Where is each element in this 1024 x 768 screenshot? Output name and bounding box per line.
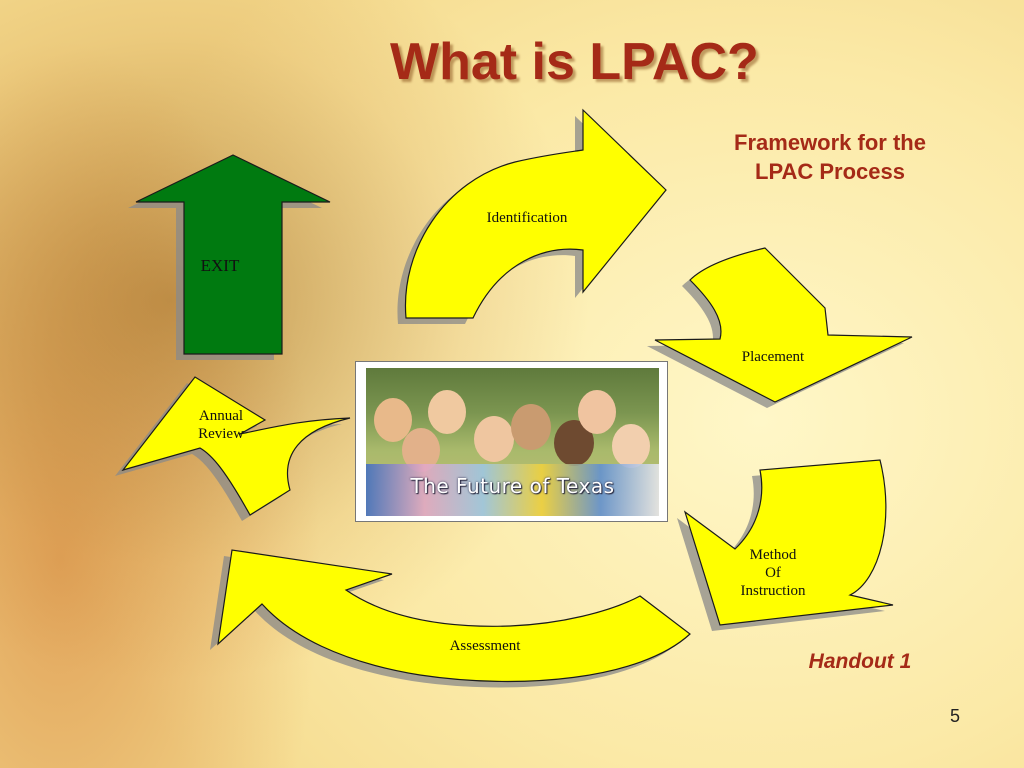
center-photo-frame: The Future of Texas: [355, 361, 668, 522]
slide-title: What is LPAC?: [390, 33, 759, 91]
assessment-arrow-shape: [217, 549, 691, 683]
exit-arrow-shape: [135, 154, 331, 355]
method-of-instruction-arrow-shape: [683, 459, 894, 626]
page-number: 5: [949, 706, 960, 726]
method-label-line-1: Method: [750, 547, 797, 563]
placement-arrow-shape: [654, 247, 913, 403]
children-group-photo: The Future of Texas: [366, 368, 659, 516]
identification-label: Identification: [487, 210, 568, 226]
method-label-line-3: Instruction: [741, 583, 806, 599]
annual-review-label-line-1: Annual: [199, 408, 243, 424]
exit-arrow: EXIT: [135, 154, 331, 355]
assessment-arrow: Assessment: [217, 549, 691, 683]
handout-label: Handout 1: [808, 650, 912, 673]
slide-subtitle: Framework for the LPAC Process: [690, 128, 970, 186]
assessment-label: Assessment: [450, 638, 522, 654]
method-of-instruction-arrow: Method Of Instruction: [683, 459, 894, 626]
annual-review-label-line-2: Review: [198, 426, 244, 442]
identification-arrow-shape: [404, 108, 667, 319]
annual-review-arrow-shape: [121, 376, 351, 516]
annual-review-arrow: Annual Review: [121, 376, 351, 516]
subtitle-line-2: LPAC Process: [755, 159, 905, 184]
placement-arrow: Placement: [654, 247, 913, 403]
subtitle-line-1: Framework for the: [734, 130, 926, 155]
exit-label: EXIT: [201, 256, 240, 275]
photo-caption: The Future of Texas: [410, 474, 615, 498]
method-label-line-2: Of: [765, 565, 781, 581]
placement-label: Placement: [742, 349, 805, 365]
identification-arrow: Identification: [404, 108, 667, 319]
